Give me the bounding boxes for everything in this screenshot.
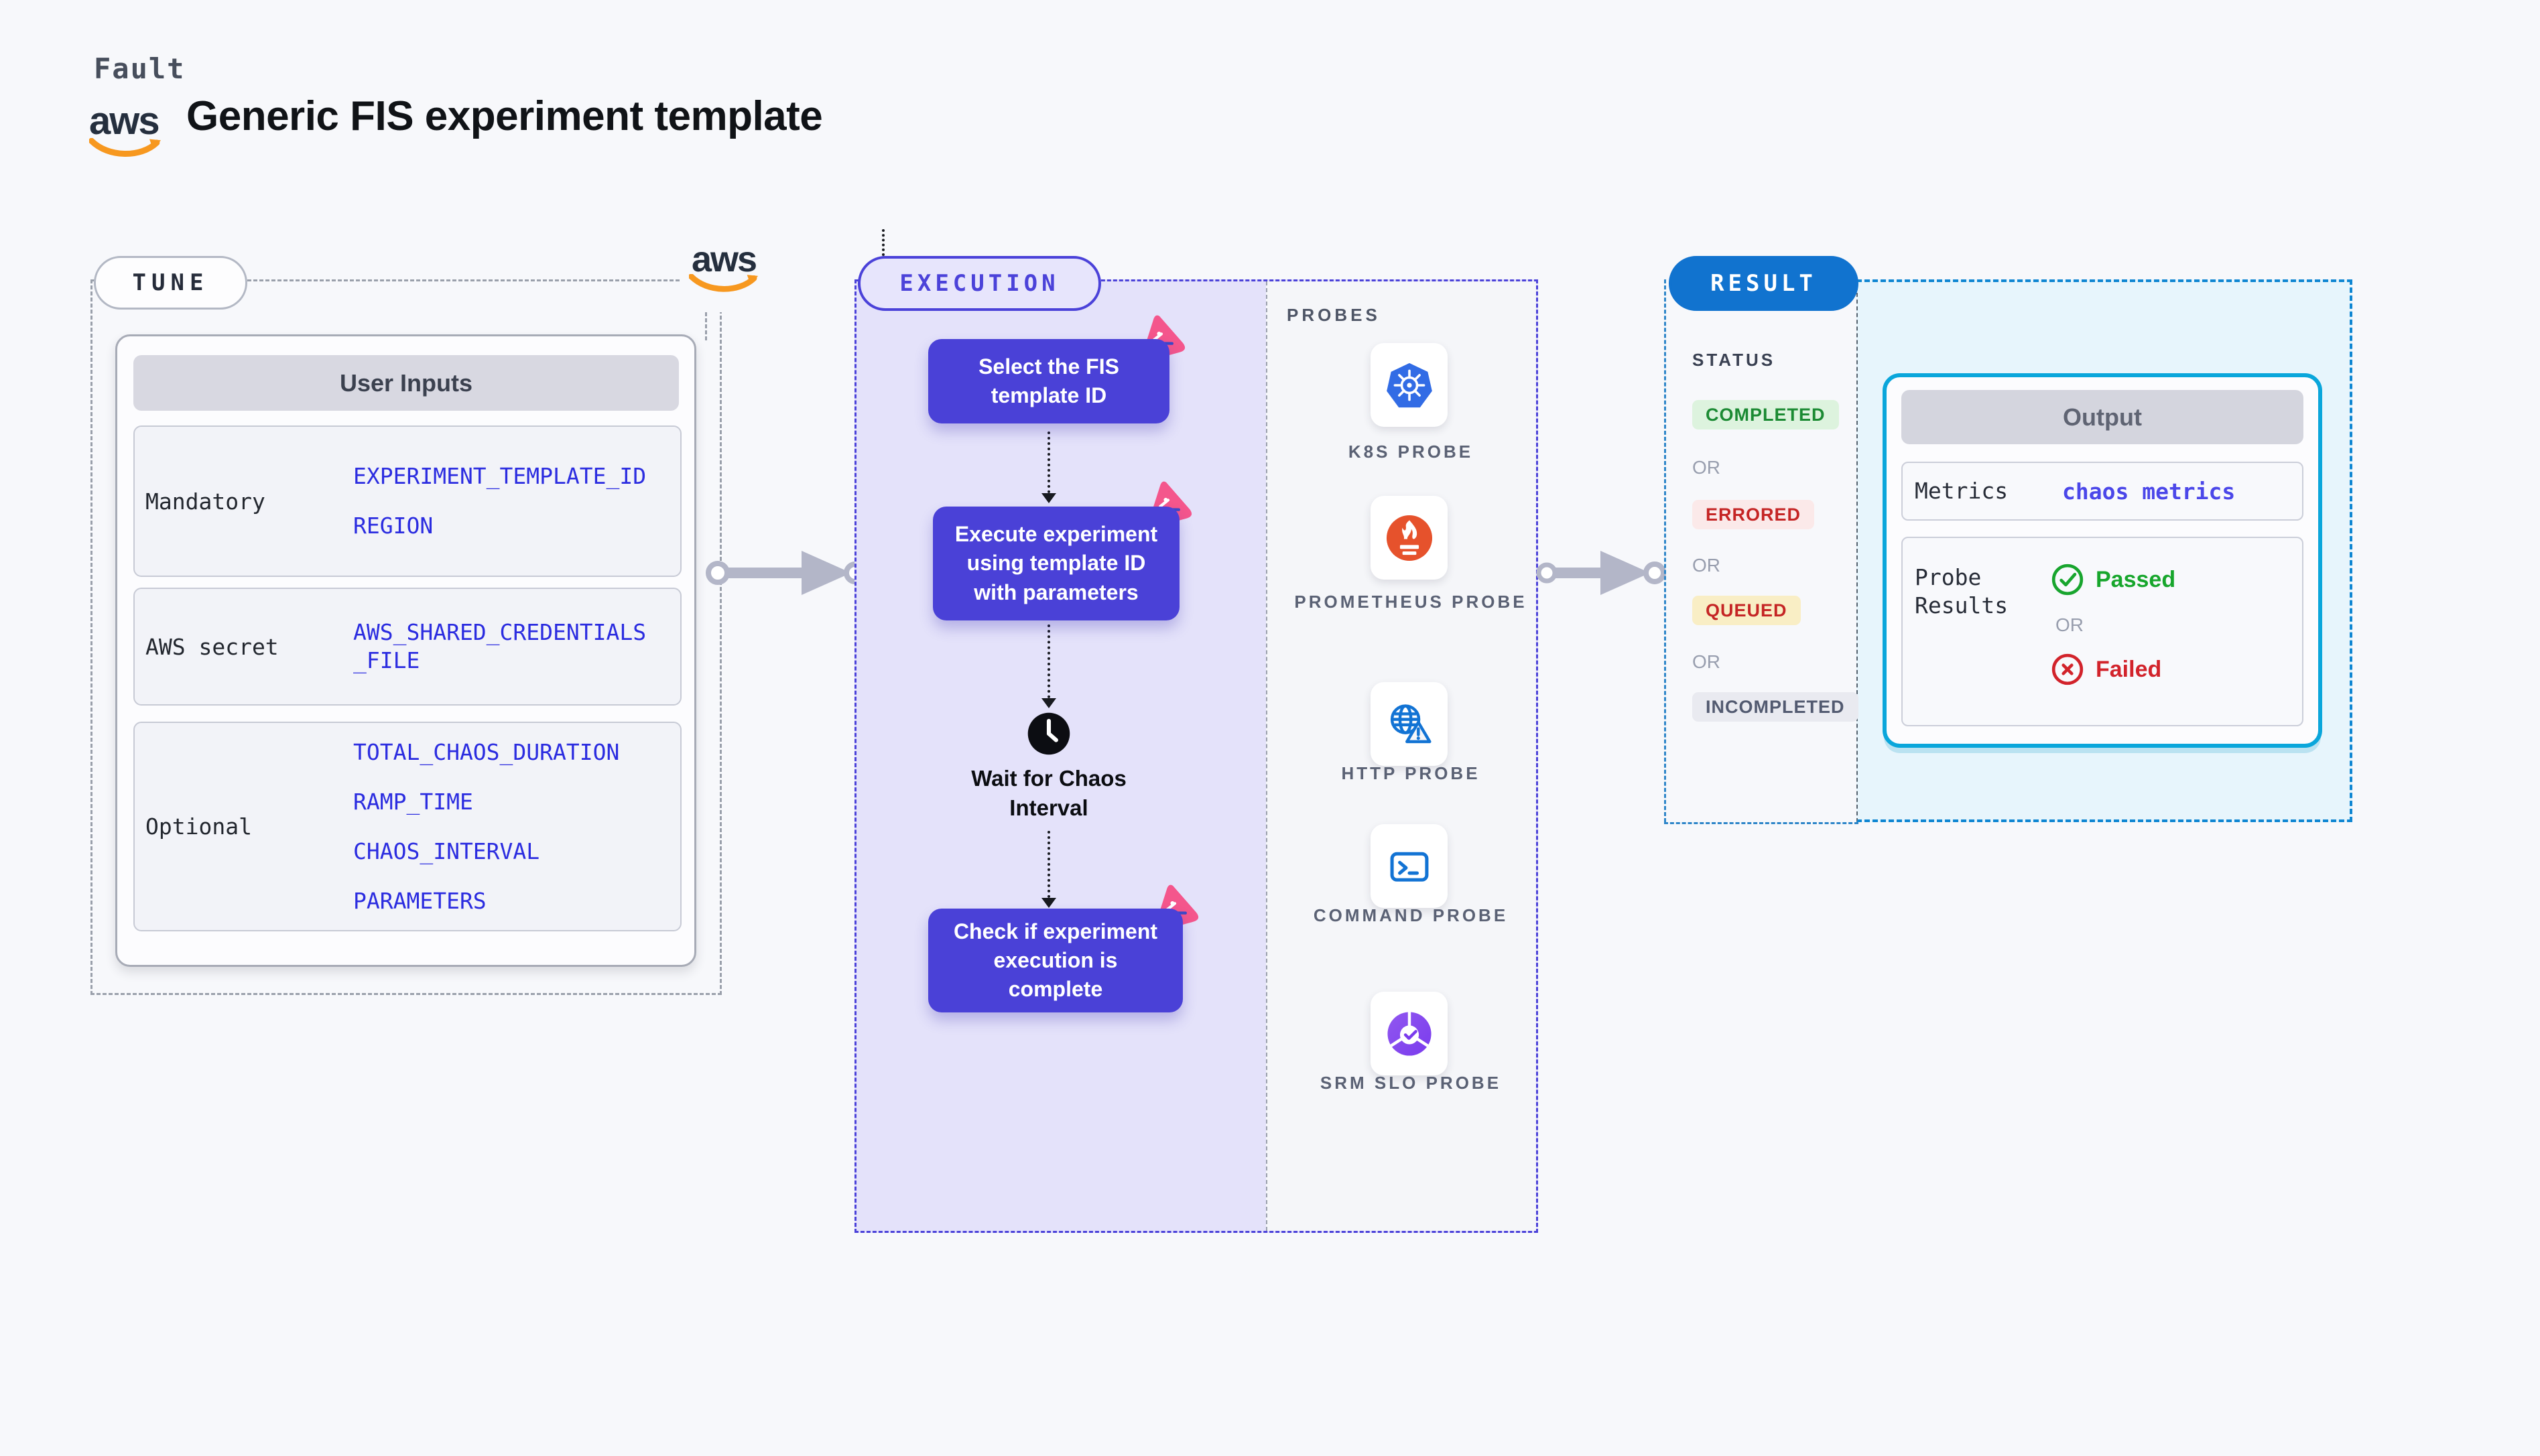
- aws-swoosh-icon: [89, 138, 162, 157]
- dotted-connector: [1047, 624, 1050, 698]
- row-value: RAMP_TIME: [353, 788, 473, 815]
- aws-logo-small: aws: [89, 99, 170, 159]
- aws-swoosh-icon: [689, 274, 759, 292]
- row-value: TOTAL_CHAOS_DURATION: [353, 738, 620, 765]
- result-section-left-border: [1664, 279, 1666, 822]
- or-separator: OR: [2055, 614, 2084, 635]
- flow-node-select-template: Select the FIS template ID: [928, 339, 1169, 423]
- probe-results-label: Probe Results: [1915, 564, 2009, 618]
- connector-arrow-execution-to-result: [1536, 551, 1666, 595]
- user-inputs-header: User Inputs: [133, 355, 679, 411]
- probe-card-prometheus: [1371, 496, 1448, 580]
- status-badge-queued: QUEUED: [1692, 596, 1801, 625]
- or-separator: OR: [1692, 457, 1720, 478]
- flow-node-label: Select the FIS template ID: [978, 354, 1119, 407]
- flow-node-label: Execute experiment using template ID wit…: [954, 522, 1158, 604]
- output-row-metrics: Metrics chaos metrics: [1901, 462, 2303, 521]
- probe-label-http: HTTP PROBE: [1341, 763, 1480, 783]
- output-row-probe-results: Probe Results Passed OR Failed: [1901, 537, 2303, 726]
- tune-border-stub: [705, 312, 707, 340]
- probes-heading: PROBES: [1287, 305, 1381, 325]
- user-inputs-card: User Inputs Mandatory EXPERIMENT_TEMPLAT…: [115, 334, 696, 967]
- output-header-label: Output: [2063, 403, 2142, 431]
- execution-pill-label: EXECUTION: [899, 270, 1060, 297]
- status-badge-completed: COMPLETED: [1692, 400, 1839, 429]
- probe-card-http: [1371, 682, 1448, 766]
- probe-result-failed: Failed: [2050, 652, 2175, 687]
- probe-card-srm-slo: [1371, 992, 1448, 1075]
- row-value: AWS_SHARED_CREDENTIALS_FILE: [353, 619, 647, 673]
- row-label: Mandatory: [145, 488, 265, 515]
- tune-section: [90, 279, 722, 995]
- probe-label-srm-slo: SRM SLO PROBE: [1320, 1073, 1502, 1093]
- aws-wordmark: aws: [89, 99, 160, 143]
- table-row-aws-secret: AWS secret AWS_SHARED_CREDENTIALS_FILE: [133, 588, 682, 706]
- status-badge-incompleted: INCOMPLETED: [1692, 692, 1858, 722]
- result-pill: RESULT: [1669, 256, 1858, 311]
- execution-pill: EXECUTION: [858, 256, 1101, 311]
- row-label: AWS secret: [145, 633, 279, 660]
- table-row-optional: Optional TOTAL_CHAOS_DURATION RAMP_TIME …: [133, 722, 682, 931]
- probe-label-command: COMMAND PROBE: [1313, 905, 1509, 925]
- x-circle-icon: [2051, 653, 2084, 685]
- probe-card-command: [1371, 824, 1448, 908]
- flow-node-execute-experiment: Execute experiment using template ID wit…: [933, 507, 1180, 620]
- metrics-label: Metrics: [1915, 478, 2009, 504]
- output-card: Output Metrics chaos metrics Probe Resul…: [1883, 373, 2322, 748]
- tune-pill-label: TUNE: [132, 269, 209, 296]
- row-label: Optional: [145, 813, 252, 840]
- metrics-value: chaos metrics: [2062, 478, 2236, 505]
- result-section-bottom-border: [1664, 822, 1858, 824]
- check-circle-icon: [2051, 564, 2084, 596]
- passed-label: Passed: [2096, 566, 2176, 592]
- user-inputs-header-label: User Inputs: [339, 369, 473, 397]
- prometheus-icon: [1386, 515, 1432, 561]
- status-badge-errored: ERRORED: [1692, 500, 1815, 529]
- kubernetes-icon: [1386, 362, 1432, 407]
- probe-card-k8s: [1371, 343, 1448, 427]
- flow-node-label: Check if experiment execution is complet…: [953, 919, 1158, 1002]
- or-separator: OR: [1692, 651, 1720, 672]
- probe-label-k8s: K8S PROBE: [1348, 442, 1474, 462]
- terminal-icon: [1390, 852, 1428, 882]
- http-globe-icon: [1390, 704, 1432, 743]
- dotted-connector: [1047, 831, 1050, 898]
- or-separator: OR: [1692, 555, 1720, 576]
- flow-node-check-complete: Check if experiment execution is complet…: [928, 909, 1183, 1012]
- aws-wordmark: aws: [691, 239, 757, 279]
- dotted-connector: [1047, 432, 1050, 493]
- probe-label-prometheus: PROMETHEUS PROBE: [1294, 592, 1527, 612]
- dotted-connector-arrowhead: [1041, 493, 1056, 503]
- aws-logo-large: aws: [682, 239, 766, 312]
- execution-top-stub: [882, 229, 885, 256]
- row-value: EXPERIMENT_TEMPLATE_ID: [353, 463, 647, 489]
- row-value: CHAOS_INTERVAL: [353, 838, 540, 864]
- table-row-mandatory: Mandatory EXPERIMENT_TEMPLATE_ID REGION: [133, 425, 682, 577]
- row-value: REGION: [353, 513, 434, 539]
- tune-pill: TUNE: [94, 256, 247, 310]
- status-heading: STATUS: [1692, 350, 1776, 370]
- slo-donut-icon: [1387, 1011, 1432, 1056]
- dotted-connector-arrowhead: [1041, 898, 1056, 908]
- brand-label: Fault: [94, 52, 186, 85]
- probe-result-passed: Passed: [2050, 562, 2175, 597]
- failed-label: Failed: [2096, 656, 2162, 682]
- clock-icon: [1027, 712, 1070, 755]
- dotted-connector-arrowhead: [1041, 698, 1056, 708]
- page-title: Generic FIS experiment template: [186, 93, 823, 139]
- output-header: Output: [1901, 390, 2303, 444]
- result-pill-label: RESULT: [1710, 270, 1817, 297]
- connector-arrow-tune-to-execution: [706, 551, 867, 595]
- row-value: PARAMETERS: [353, 887, 487, 914]
- wait-step-label: Wait for Chaos Interval: [971, 766, 1127, 820]
